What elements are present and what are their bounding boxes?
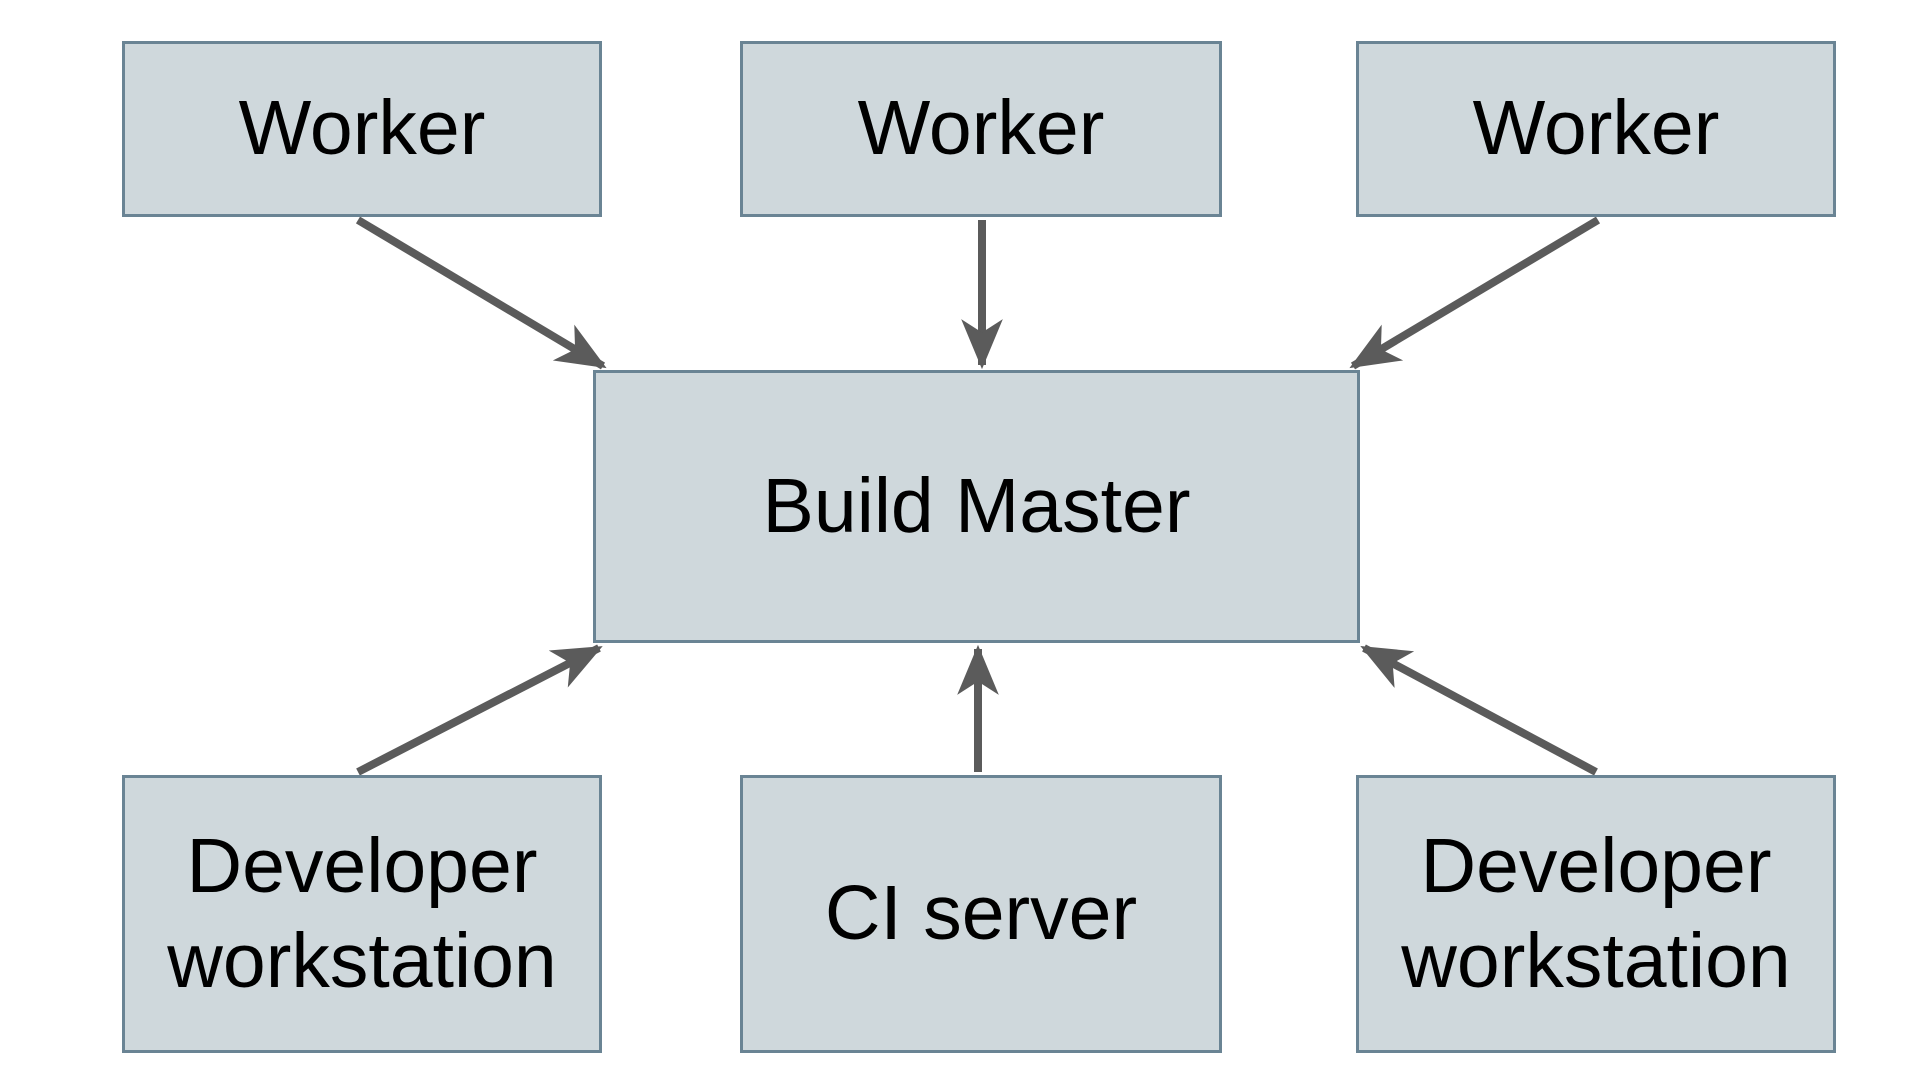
node-developer-workstation-2: Developer workstation (1356, 775, 1836, 1053)
node-developer-workstation-1-label: Developer workstation (167, 822, 557, 1004)
node-worker-2: Worker (740, 41, 1222, 217)
node-build-master-label: Build Master (762, 462, 1191, 549)
node-ci-server-label: CI server (824, 870, 1138, 957)
edge-worker-1-to-build-master (355, 216, 607, 370)
node-developer-workstation-2-label: Developer workstation (1401, 822, 1791, 1004)
node-worker-1: Worker (122, 41, 602, 217)
node-worker-2-label: Worker (857, 85, 1105, 172)
node-worker-1-label: Worker (238, 85, 486, 172)
node-ci-server: CI server (740, 775, 1222, 1053)
edge-developer-workstation-1-to-build-master (356, 644, 603, 776)
node-worker-3-label: Worker (1472, 85, 1720, 172)
edge-developer-workstation-2-to-build-master (1360, 644, 1598, 776)
node-developer-workstation-1: Developer workstation (122, 775, 602, 1053)
node-build-master: Build Master (593, 370, 1360, 643)
node-worker-3: Worker (1356, 41, 1836, 217)
edge-worker-3-to-build-master (1349, 216, 1601, 370)
